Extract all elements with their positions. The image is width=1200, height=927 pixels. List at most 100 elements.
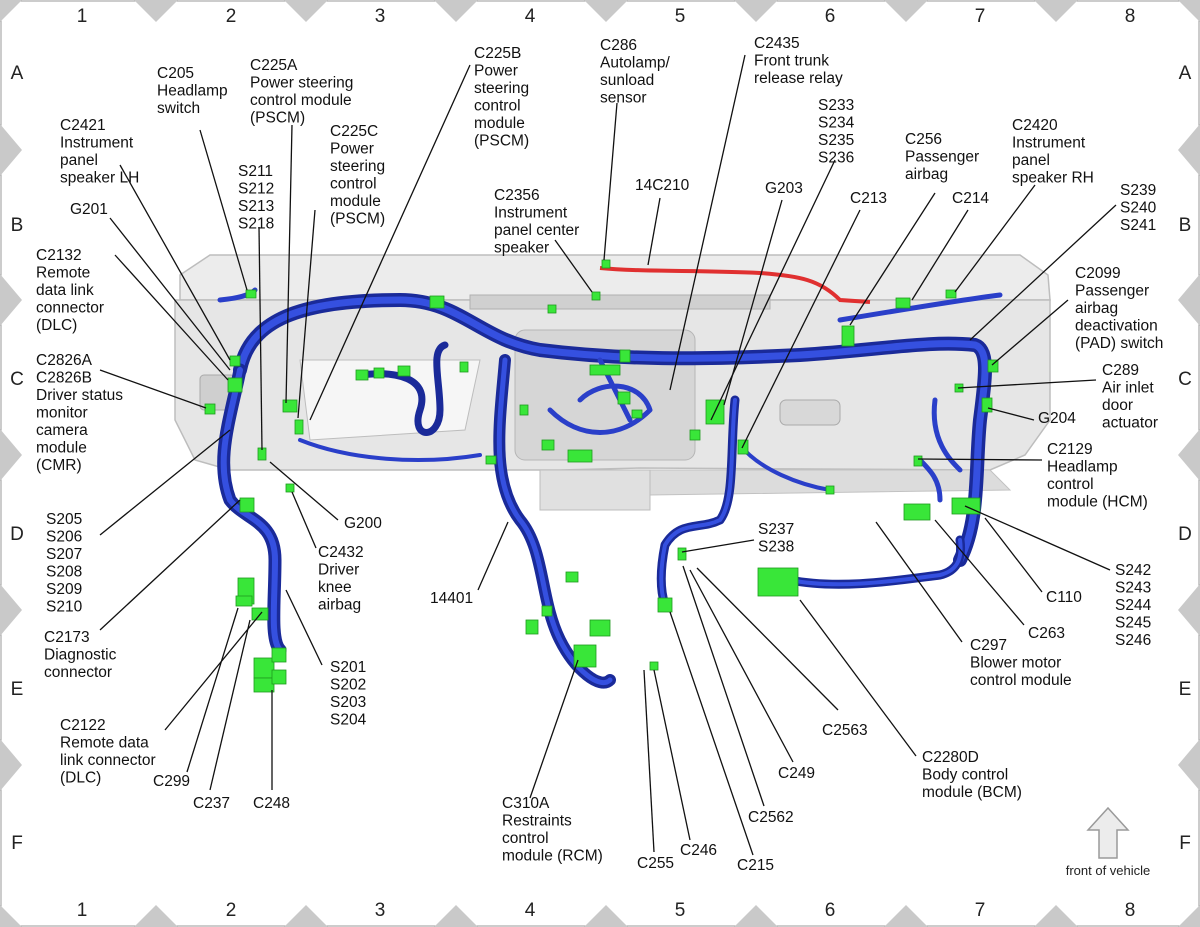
callout-c14c210: 14C210 <box>635 177 690 194</box>
callout-line: C205 <box>157 65 194 82</box>
grid-marker-right <box>1178 124 1200 176</box>
callout-line: S246 <box>1115 632 1151 649</box>
callout-line: module <box>36 440 87 457</box>
leader-line <box>954 184 1036 293</box>
grid-row-label-left: A <box>11 63 24 84</box>
callout-c2563: C2563 <box>822 722 868 739</box>
callout-line: C2826B <box>36 370 92 387</box>
leader-line <box>741 209 861 449</box>
callout-line: C2122 <box>60 717 106 734</box>
callout-line: S205 <box>46 511 82 528</box>
callout-line: 14401 <box>430 590 473 607</box>
grid-row-label-left: C <box>10 369 24 390</box>
callout-line: C299 <box>153 773 190 790</box>
grid-marker-top <box>284 0 328 22</box>
connector-block <box>987 359 999 373</box>
callout-line: S241 <box>1120 217 1156 234</box>
callout-line: S204 <box>330 712 367 729</box>
leader-line <box>529 659 579 799</box>
callout-g200: G200 <box>344 515 382 532</box>
callout-line: panel <box>1012 152 1050 169</box>
vent-right <box>779 399 841 426</box>
connector-block <box>945 289 957 299</box>
callout-line: Passenger <box>905 149 979 166</box>
connector-block <box>373 367 385 379</box>
callout-line: S235 <box>818 132 854 149</box>
connector-block <box>253 677 275 693</box>
grid-column-label-top: 2 <box>226 6 237 27</box>
callout-line: monitor <box>36 405 88 422</box>
callout-line: (CMR) <box>36 457 82 474</box>
leader-line <box>984 517 1043 593</box>
connector-block <box>565 571 579 583</box>
leader-line <box>209 619 251 791</box>
callout-line: Remote data <box>60 735 149 752</box>
callout-line: S233 <box>818 97 854 114</box>
leader-line <box>849 192 936 326</box>
callout-c237: C237 <box>193 795 230 812</box>
grid-marker-left <box>0 274 22 326</box>
callout-line: G203 <box>765 180 803 197</box>
connector-block <box>547 304 557 314</box>
callout-line: C214 <box>952 190 989 207</box>
callout-line: control <box>502 830 549 847</box>
callout-line: S236 <box>818 150 854 167</box>
leader-line <box>934 519 1025 626</box>
connector-block <box>657 597 673 613</box>
callout-line: module <box>474 115 525 132</box>
connector-block <box>285 483 295 493</box>
callout-line: C286 <box>600 37 637 54</box>
grid-marker-top <box>434 0 478 22</box>
callout-line: C263 <box>1028 625 1065 642</box>
callout-line: speaker <box>494 240 549 257</box>
callout-line: sensor <box>600 90 647 107</box>
connector-block <box>841 325 855 347</box>
center-console <box>539 469 651 511</box>
callout-line: steering <box>330 158 385 175</box>
callout-line: switch <box>157 100 200 117</box>
callout-line: G200 <box>344 515 382 532</box>
callout-line: airbag <box>318 597 361 614</box>
callout-line: S218 <box>238 216 274 233</box>
callout-line: C2432 <box>318 544 364 561</box>
callout-line: C2356 <box>494 187 540 204</box>
callout-line: Headlamp <box>157 83 228 100</box>
callout-line: C255 <box>637 855 674 872</box>
leader-line <box>917 458 1043 461</box>
callout-c248: C248 <box>253 795 290 812</box>
connector-block <box>227 377 243 393</box>
leader-line <box>643 669 655 853</box>
leader-line <box>969 204 1117 341</box>
callout-c255: C255 <box>637 855 674 872</box>
connector-block <box>591 291 601 301</box>
grid-column-label-top: 1 <box>77 6 88 27</box>
grid-marker-bottom <box>0 905 22 927</box>
harness-lower-left-branch <box>298 438 482 462</box>
grid-marker-left <box>0 739 22 791</box>
callout-line: C248 <box>253 795 290 812</box>
callout-line: control <box>330 176 377 193</box>
callout-line: C249 <box>778 765 815 782</box>
grid-marker-bottom <box>734 905 778 927</box>
connector-block <box>903 503 931 521</box>
grid-row-label-left: E <box>11 679 24 700</box>
callout-c110: C110 <box>1046 589 1082 606</box>
callout-line: connector <box>36 300 104 317</box>
grid-marker-top <box>134 0 178 22</box>
leader-line <box>723 199 783 406</box>
harness-top-right <box>837 292 1003 323</box>
callout-line: (PSCM) <box>330 211 385 228</box>
leader-line <box>681 539 755 553</box>
callout-line: control <box>1047 476 1094 493</box>
callout-line: 14C210 <box>635 177 690 194</box>
grid-row-label-left: D <box>10 524 24 545</box>
connector-block <box>204 403 216 415</box>
leader-line <box>799 599 917 757</box>
